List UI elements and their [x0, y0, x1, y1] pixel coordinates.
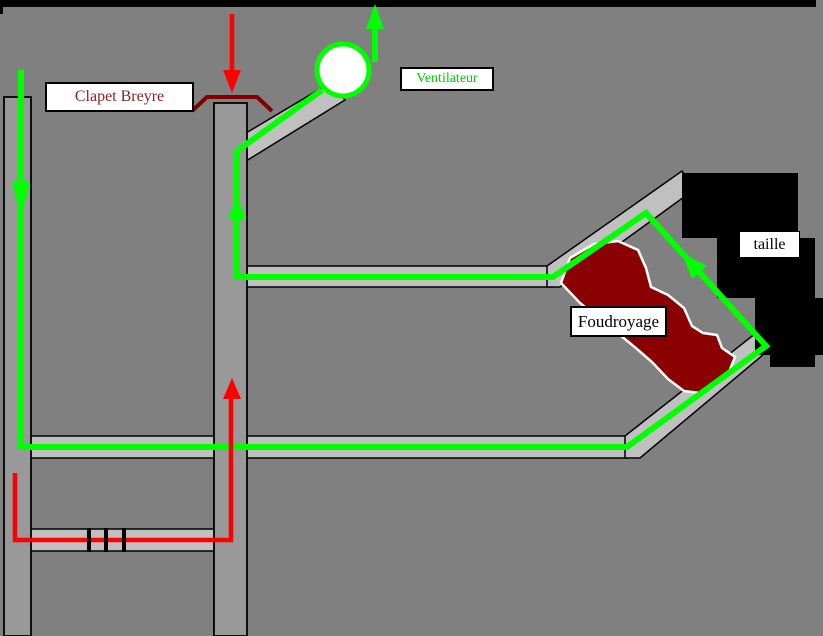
green-arrow-fan-exit [366, 4, 384, 29]
fan-icon [314, 41, 372, 99]
ventilateur-text: Ventilateur [416, 71, 478, 86]
air-regulator-ticks [87, 528, 126, 552]
green-airflow-path [18, 70, 771, 450]
ventilateur-label: Ventilateur [400, 67, 494, 91]
top-border-bar [0, 0, 816, 7]
green-arrow-down-left-shaft [12, 182, 30, 218]
left-shaft [3, 96, 32, 636]
red-arrow-up-shaft [223, 378, 241, 399]
clapet-breyre-text: Clapet Breyre [74, 88, 165, 105]
taille-text: taille [753, 235, 786, 253]
clapet-flap-icon [190, 95, 274, 113]
red-arrow-down-clapet [223, 70, 241, 93]
regulator-tick-icon [122, 528, 126, 552]
regulator-tick-icon [104, 528, 108, 552]
middle-shaft [213, 102, 248, 636]
left-border-stub [0, 0, 3, 14]
clapet-breyre-label: Clapet Breyre [45, 82, 194, 112]
green-arrow-up-middle-shaft [228, 196, 246, 219]
coal-step-4 [770, 345, 815, 367]
foudroyage-text: Foudroyage [577, 312, 660, 331]
regulator-tick-icon [87, 528, 91, 552]
taille-label: taille [739, 231, 800, 258]
coal-step-1 [682, 173, 798, 238]
foudroyage-label: Foudroyage [570, 306, 667, 337]
green-arrow-up-face [682, 253, 707, 279]
